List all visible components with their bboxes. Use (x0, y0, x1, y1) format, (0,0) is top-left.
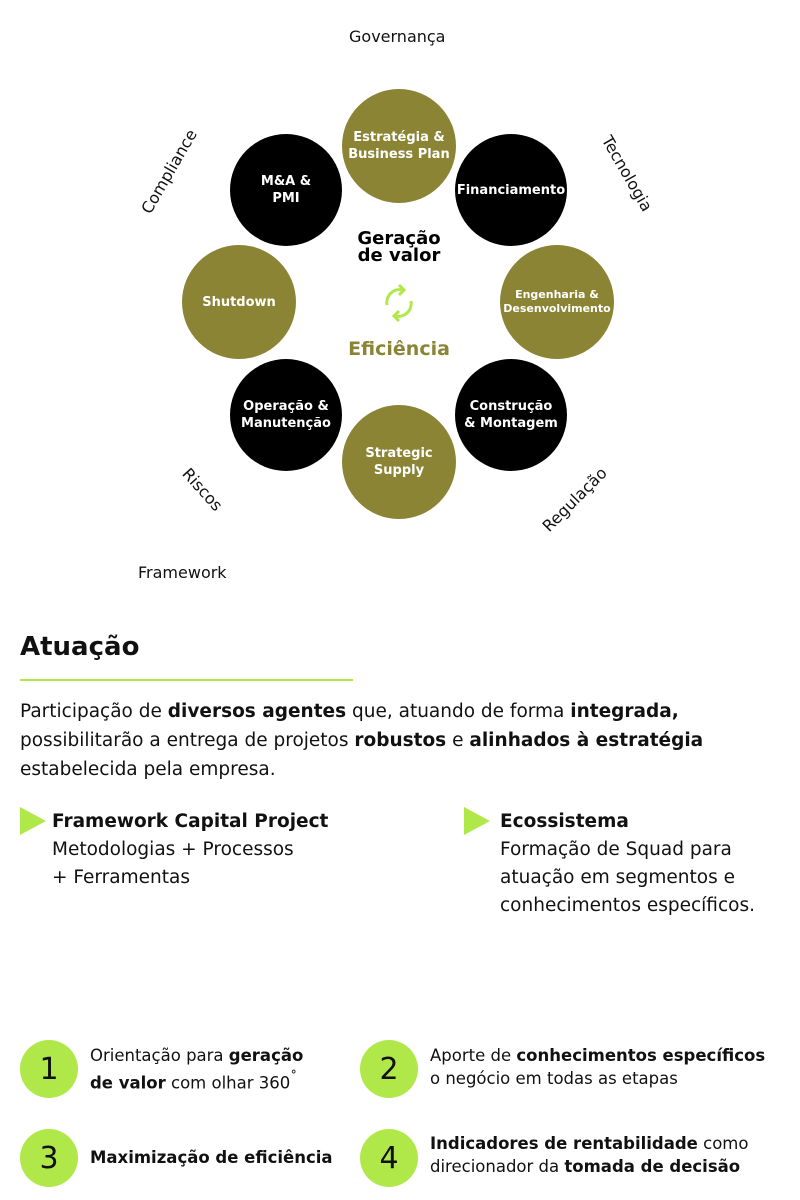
feature-title: Framework Capital Project (52, 811, 329, 832)
circle-operacao: Operação & Manutenção (230, 359, 342, 471)
point-1-text: Orientação para geração de valor com olha… (90, 1044, 303, 1095)
text: possibilitarão a entrega de projetos (20, 730, 355, 751)
text-bold: robustos (354, 730, 447, 751)
text: estabelecida pela empresa. (20, 759, 276, 780)
label-framework: Framework (138, 563, 227, 582)
center-title-line: Geração (357, 228, 441, 249)
text-bold: diversos agentes (167, 701, 347, 722)
circle-label: Financiamento (456, 182, 566, 198)
point-4-text: Indicadores de rentabilidade como direcio… (430, 1132, 748, 1178)
feature-text: + Ferramentas (52, 867, 190, 888)
circle-engenharia: Engenharia &Desenvolvimento (500, 245, 614, 359)
circle-label: M&A & (260, 174, 312, 189)
circle-ma-pmi: M&A & PMI (230, 134, 342, 246)
feature-text: conhecimentos específicos. (500, 895, 755, 916)
circle-shutdown: Shutdown (182, 245, 296, 359)
play-arrow-icon (20, 807, 46, 835)
feature-text: atuação em segmentos e (500, 867, 736, 888)
text: Aporte de (430, 1046, 517, 1065)
text-bold: tomada de decisão (564, 1157, 741, 1176)
number-badge-4: 4 (360, 1129, 418, 1187)
feature-text: Formação de Squad para (500, 839, 732, 860)
label-tecnologia: Tecnologia (597, 132, 657, 215)
circle-label: Manutenção (241, 416, 331, 431)
atuacao-paragraph: Participação de diversos agentes que, at… (20, 697, 780, 784)
label-compliance: Compliance (137, 125, 201, 218)
circle-label: Operação & (243, 399, 329, 414)
point-2-text: Aporte de conhecimentos específicos o neg… (430, 1044, 765, 1090)
text: direcionador da (430, 1157, 565, 1176)
text-bold: geração (228, 1046, 304, 1065)
section-title: Atuação (20, 632, 140, 662)
text-bold: integrada, (570, 701, 679, 722)
text: o negócio em todas as etapas (430, 1069, 678, 1088)
text-bold: Maximização de eficiência (90, 1148, 333, 1167)
text: Participação de (20, 701, 168, 722)
circle-label: Engenharia & (515, 288, 599, 301)
center-eficiencia: Eficiência (348, 338, 450, 360)
circle-label: & Montagem (464, 416, 558, 431)
point-3-text: Maximização de eficiência (90, 1146, 333, 1169)
text-bold: de valor (90, 1073, 166, 1093)
number-badge-2: 2 (360, 1040, 418, 1098)
text: e (446, 730, 470, 751)
circle-label: Shutdown (202, 294, 276, 310)
number-badge-3: 3 (20, 1129, 78, 1187)
label-governanca: Governança (349, 27, 446, 46)
refresh-cycle-icon (385, 283, 413, 323)
label-riscos: Riscos (178, 464, 227, 515)
circle-label: Estratégia & (353, 130, 445, 145)
text-bold: Indicadores de rentabilidade (430, 1134, 698, 1153)
circle-label: Business Plan (348, 147, 450, 162)
text-bold: alinhados à estratégia (469, 730, 704, 751)
circle-label: Supply (373, 463, 425, 478)
number-badge-1: 1 (20, 1040, 78, 1098)
circle-estrategia: Estratégia & Business Plan (342, 89, 456, 203)
circle-label: Desenvolvimento (503, 302, 611, 315)
text-bold: conhecimentos específicos (516, 1046, 766, 1065)
circle-label: PMI (272, 191, 300, 206)
title-underline (20, 679, 353, 681)
text: como (697, 1134, 749, 1153)
circle-label: Strategic (365, 446, 433, 461)
play-arrow-icon (464, 807, 490, 835)
text: com olhar 360 (165, 1073, 291, 1093)
feature-title: Ecossistema (500, 811, 629, 832)
center-title-line: de valor (357, 245, 441, 266)
degree: ˚ (290, 1070, 298, 1086)
circle-financiamento: Financiamento (455, 134, 567, 246)
label-regulacao: Regulação (538, 463, 611, 536)
feature-text: Metodologias + Processos (52, 839, 294, 860)
text: Orientação para (90, 1046, 229, 1065)
circle-construcao: Construção & Montagem (455, 359, 567, 471)
circle-label: Construção (469, 399, 553, 414)
text: que, atuando de forma (346, 701, 571, 722)
